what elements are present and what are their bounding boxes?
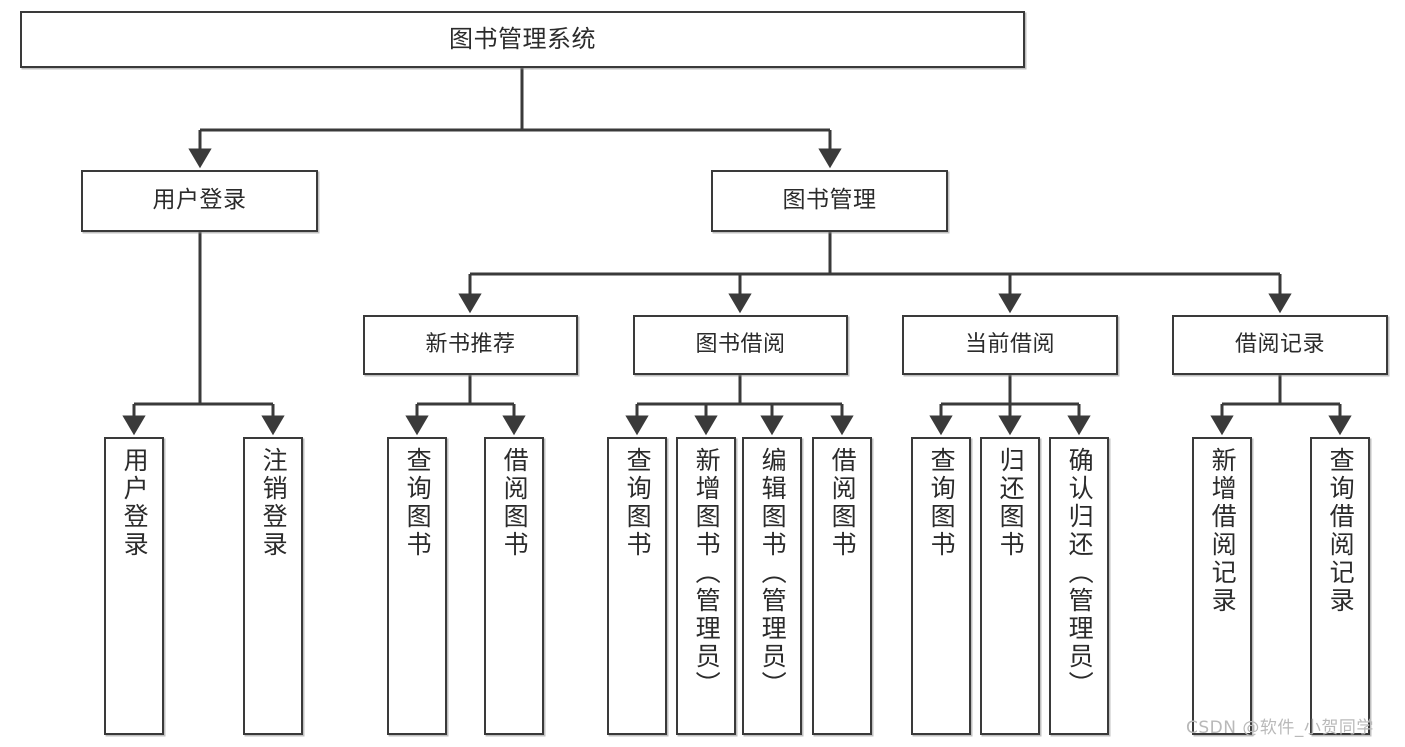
- node-label: 查询图书: [623, 447, 653, 559]
- node-label: 借阅记录: [1234, 332, 1325, 358]
- node-leaf-query-book-3[interactable]: 查询图书: [911, 437, 971, 735]
- node-label: 当前借阅: [964, 332, 1055, 358]
- node-leaf-confirm-return-admin[interactable]: 确认归还（管理员）: [1049, 437, 1109, 735]
- node-leaf-return-book[interactable]: 归还图书: [980, 437, 1040, 735]
- node-label: 新增图书（管理员）: [692, 447, 722, 699]
- node-label: 查询图书: [927, 447, 957, 559]
- node-label: 查询借阅记录: [1326, 447, 1356, 615]
- node-leaf-borrow-book-2[interactable]: 借阅图书: [812, 437, 872, 735]
- node-label: 图书管理系统: [449, 25, 596, 54]
- node-label: 图书借阅: [695, 332, 786, 358]
- node-label: 用户登录: [152, 187, 247, 214]
- node-new-book-recommend[interactable]: 新书推荐: [363, 315, 578, 375]
- node-current-borrow[interactable]: 当前借阅: [902, 315, 1118, 375]
- node-label: 查询图书: [403, 447, 433, 559]
- node-label: 确认归还（管理员）: [1065, 447, 1095, 699]
- node-leaf-borrow-book-1[interactable]: 借阅图书: [484, 437, 544, 735]
- node-book-borrow[interactable]: 图书借阅: [633, 315, 848, 375]
- node-label: 归还图书: [996, 447, 1026, 559]
- node-label: 用户登录: [120, 447, 150, 559]
- csdn-watermark: CSDN @软件_小贺同学: [1186, 718, 1374, 738]
- node-borrow-record[interactable]: 借阅记录: [1172, 315, 1388, 375]
- node-leaf-logout[interactable]: 注销登录: [243, 437, 303, 735]
- node-leaf-user-login[interactable]: 用户登录: [104, 437, 164, 735]
- node-label: 借阅图书: [828, 447, 858, 559]
- node-label: 图书管理: [782, 187, 877, 214]
- node-label: 借阅图书: [500, 447, 530, 559]
- node-label: 注销登录: [259, 447, 289, 559]
- node-label: 编辑图书（管理员）: [758, 447, 788, 699]
- node-leaf-query-borrow-record[interactable]: 查询借阅记录: [1310, 437, 1370, 735]
- node-root-system[interactable]: 图书管理系统: [20, 11, 1025, 68]
- node-label: 新书推荐: [425, 332, 516, 358]
- node-leaf-query-book-1[interactable]: 查询图书: [387, 437, 447, 735]
- node-user-login[interactable]: 用户登录: [81, 170, 318, 232]
- node-book-management[interactable]: 图书管理: [711, 170, 948, 232]
- node-label: 新增借阅记录: [1208, 447, 1238, 615]
- node-leaf-add-borrow-record[interactable]: 新增借阅记录: [1192, 437, 1252, 735]
- node-leaf-edit-book-admin[interactable]: 编辑图书（管理员）: [742, 437, 802, 735]
- node-leaf-query-book-2[interactable]: 查询图书: [607, 437, 667, 735]
- node-leaf-add-book-admin[interactable]: 新增图书（管理员）: [676, 437, 736, 735]
